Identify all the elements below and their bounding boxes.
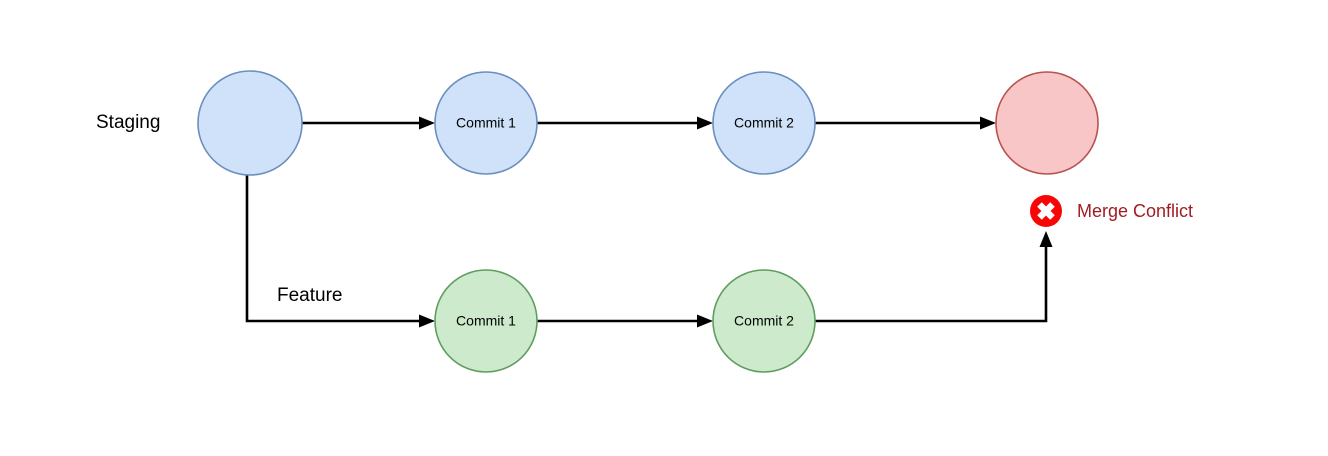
node-merge-target[interactable] [995,71,1099,175]
node-circle[interactable] [197,70,303,176]
arrow-head-icon [697,116,713,130]
branch-label-feature: Feature [277,285,342,306]
node-label: Commit 1 [456,313,516,329]
node-label: Commit 1 [456,115,516,131]
arrow-head-icon [980,116,996,130]
node-root[interactable] [197,70,303,176]
edge-staging-commit-2-to-merge-target [815,116,996,130]
merge-conflict-label: Merge Conflict [1077,201,1193,221]
edge-feature-commit-2-to-conflict [815,231,1053,323]
branch-label-staging: Staging [96,112,160,133]
node-feature-commit-2[interactable]: Commit 2 [712,269,816,373]
node-staging-commit-1[interactable]: Commit 1 [434,71,538,175]
arrow-head-icon [419,116,435,130]
arrow-head-icon [697,314,713,328]
arrow-head-icon [419,314,435,328]
edge-line [245,172,423,323]
node-feature-commit-1[interactable]: Commit 1 [434,269,538,373]
node-circle[interactable] [995,71,1099,175]
node-circle[interactable] [434,269,538,373]
node-staging-commit-2[interactable]: Commit 2 [712,71,816,175]
edge-staging-commit-1-to-staging-commit-2 [537,116,713,130]
edge-root-to-feature-commit-1 [245,172,435,328]
node-circle[interactable] [712,269,816,373]
error-x-icon [1030,195,1062,227]
node-circle[interactable] [712,71,816,175]
arrow-head-icon [1039,231,1053,247]
edge-feature-commit-1-to-feature-commit-2 [537,314,713,328]
node-label: Commit 2 [734,313,794,329]
error-x-icon-stroke-b [1037,202,1055,220]
edge-line [815,243,1048,323]
edge-root-to-staging-commit-1 [302,116,435,130]
node-label: Commit 2 [734,115,794,131]
node-circle[interactable] [434,71,538,175]
merge-conflict-indicator: Merge Conflict [1030,195,1193,227]
